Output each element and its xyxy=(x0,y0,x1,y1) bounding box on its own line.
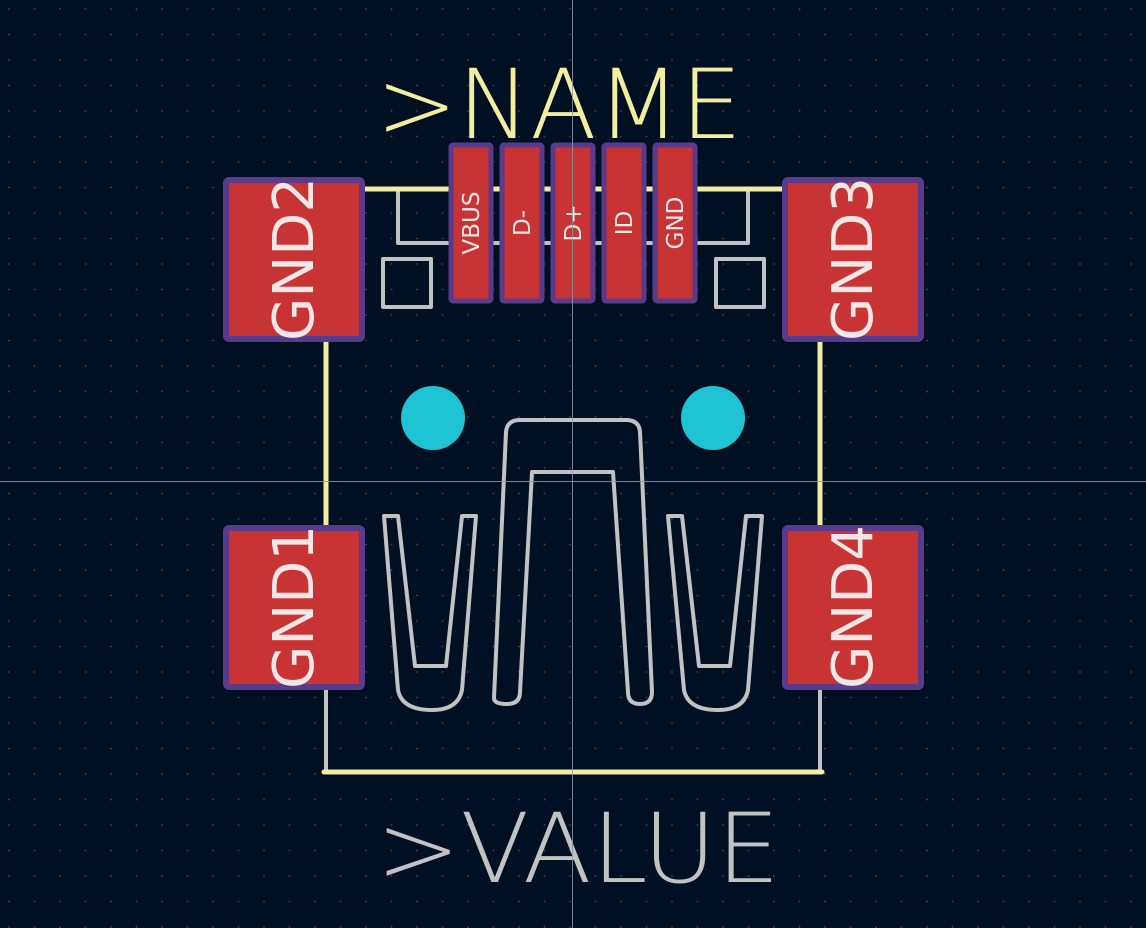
pad-gnd3-label: GND3 xyxy=(821,177,886,341)
pad-id-label: ID xyxy=(612,211,638,236)
pad-d-minus-label: D- xyxy=(510,210,536,236)
pad-gnd1-label: GND1 xyxy=(262,525,327,689)
pad-d-plus-label: D+ xyxy=(561,205,587,242)
pad-vbus[interactable]: VBUS xyxy=(448,142,494,304)
pad-gnd3[interactable]: GND3 xyxy=(782,177,924,342)
pad-gnd[interactable]: GND xyxy=(652,142,698,304)
pad-gnd1[interactable]: GND1 xyxy=(223,525,365,690)
mounting-hole-right[interactable] xyxy=(681,386,745,450)
fab-right-contact xyxy=(666,514,764,712)
pad-vbus-label: VBUS xyxy=(459,192,485,255)
signal-pads: VBUS D- D+ ID GND xyxy=(448,142,698,304)
mounting-hole-left[interactable] xyxy=(401,386,465,450)
mount-pads: GND2 GND3 GND1 GND4 xyxy=(223,177,924,690)
pad-gnd4[interactable]: GND4 xyxy=(782,525,924,690)
pad-id[interactable]: ID xyxy=(601,142,647,304)
pad-gnd-label: GND xyxy=(663,197,689,250)
fab-left-contact xyxy=(382,514,478,712)
pad-gnd4-label: GND4 xyxy=(821,525,886,689)
pad-gnd2[interactable]: GND2 xyxy=(223,177,365,342)
pad-d-minus[interactable]: D- xyxy=(499,142,545,304)
fab-square-left xyxy=(381,257,433,309)
fab-square-right xyxy=(714,257,766,309)
ref-name-label: >NAME xyxy=(376,49,742,161)
ref-value-label: >VALUE xyxy=(376,793,780,905)
pad-gnd2-label: GND2 xyxy=(262,177,327,341)
fab-center-contact xyxy=(492,418,654,706)
